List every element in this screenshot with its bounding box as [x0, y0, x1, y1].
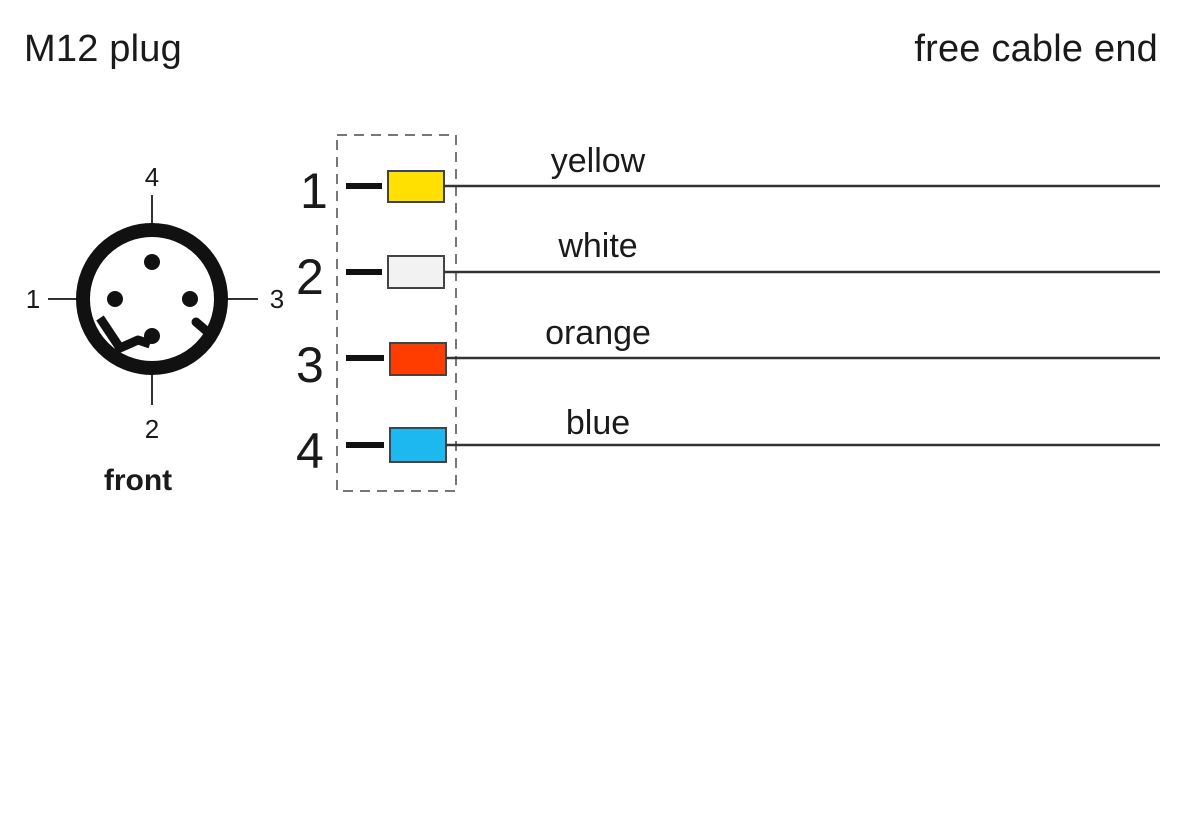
- pin-2-contact: [144, 328, 160, 344]
- plug-title: M12 plug: [24, 28, 182, 70]
- wire-2: 2 white: [296, 227, 1160, 305]
- wire-4-pin-number: 4: [296, 423, 324, 479]
- wire-2-color-sleeve: [387, 255, 445, 289]
- pin-3-label: 3: [270, 284, 284, 314]
- wire-1: 1 yellow: [300, 142, 1160, 219]
- pin-4-label: 4: [145, 162, 159, 192]
- wire-4-color-sleeve: [389, 427, 447, 463]
- coding-key-tab: [191, 317, 215, 339]
- pin-2-label: 2: [145, 414, 159, 444]
- wire-3-color-sleeve: [389, 342, 447, 376]
- m12-connector-front-view: 4 1 3 2 front: [26, 162, 284, 497]
- connector-body-ring: [76, 223, 228, 375]
- wire-2-color-label: white: [557, 227, 637, 265]
- pin-3-contact: [182, 291, 198, 307]
- wire-4: 4 blue: [296, 404, 1160, 479]
- wire-3: 3 orange: [296, 314, 1160, 393]
- wire-1-pin-number: 1: [300, 163, 328, 219]
- wire-3-color-label: orange: [545, 314, 651, 352]
- pin-1-contact: [107, 291, 123, 307]
- pin-4-contact: [144, 254, 160, 270]
- wire-1-color-label: yellow: [551, 142, 646, 180]
- coding-key-notch: [96, 315, 152, 353]
- pin-1-label: 1: [26, 284, 40, 314]
- wire-2-pin-number: 2: [296, 249, 324, 305]
- wire-3-pin-number: 3: [296, 337, 324, 393]
- front-view-label: front: [104, 464, 172, 497]
- wire-4-color-label: blue: [566, 404, 630, 442]
- wire-1-color-sleeve: [387, 170, 445, 203]
- connector-housing-outline: [336, 134, 457, 492]
- cable-end-title: free cable end: [914, 28, 1158, 70]
